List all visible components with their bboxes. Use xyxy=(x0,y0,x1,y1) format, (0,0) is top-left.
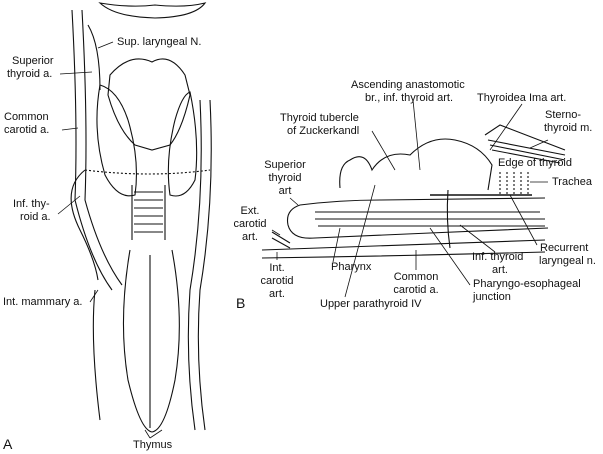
label-recurrent-laryngeal-1: Recurrent xyxy=(540,242,589,254)
trachea xyxy=(131,185,166,240)
label-inf-thyroid-a-1: Inf. thy- xyxy=(13,198,50,210)
label-thyroid-tubercle-2: of Zuckerkandl xyxy=(287,125,360,137)
label-superior-thyroid-art-2: thyroid xyxy=(268,172,302,184)
thyroid-lobe-b xyxy=(339,138,532,196)
label-inf-thyroid-art-2: art. xyxy=(492,264,508,276)
label-int-carotid-2: carotid xyxy=(260,275,294,287)
pharynx-drawing xyxy=(261,189,549,259)
label-common-carotid-b-1: Common xyxy=(393,271,439,283)
thymus xyxy=(122,249,180,433)
thyroid-cartilage xyxy=(107,58,191,151)
label-thymus: Thymus xyxy=(133,439,173,451)
label-thyroidea-ima: Thyroidea Ima art. xyxy=(477,92,567,104)
label-ascending-anastomotic-1: Ascending anastomotic xyxy=(351,79,465,91)
label-common-carotid-a-2: carotid a. xyxy=(4,124,50,136)
sternothyroid-muscle xyxy=(484,124,566,164)
label-ascending-anastomotic-2: br., inf. thyroid art. xyxy=(365,92,454,104)
label-sternothyroid-1: Sterno- xyxy=(545,109,582,121)
label-int-carotid-1: Int. xyxy=(269,262,285,274)
label-inf-thyroid-art-1: Inf. thyroid xyxy=(472,251,524,263)
label-trachea: Trachea xyxy=(552,176,592,188)
label-ext-carotid-1: Ext. xyxy=(240,205,260,217)
leader-lines xyxy=(57,41,549,439)
label-superior-thyroid-art-3: art xyxy=(278,185,292,197)
panel-label-a: A xyxy=(3,436,13,452)
label-common-carotid-b-2: carotid a. xyxy=(393,284,439,296)
label-sternothyroid-2: thyroid m. xyxy=(544,122,593,134)
thyroid-gland xyxy=(84,84,211,197)
label-superior-thyroid-a-1: Superior xyxy=(12,55,54,67)
panel-label-b: B xyxy=(236,295,246,311)
label-inf-thyroid-a-2: roid a. xyxy=(20,211,51,223)
carotid-arteries xyxy=(70,9,212,431)
hyoid-bone xyxy=(98,2,207,19)
label-pharyngo-esophageal-1: Pharyngo-esophageal xyxy=(473,278,581,290)
label-thyroid-tubercle-1: Thyroid tubercle xyxy=(280,112,359,124)
label-recurrent-laryngeal-2: laryngeal n. xyxy=(539,255,596,267)
label-int-carotid-3: art. xyxy=(269,288,285,300)
label-pharynx: Pharynx xyxy=(331,261,372,273)
label-upper-parathyroid: Upper parathyroid IV xyxy=(320,298,422,310)
label-superior-thyroid-a-2: thyroid a. xyxy=(7,68,53,80)
label-pharyngo-esophageal-2: junction xyxy=(473,291,511,303)
label-common-carotid-a-1: Common xyxy=(4,111,49,123)
label-sup-laryngeal: Sup. laryngeal N. xyxy=(117,36,202,48)
label-int-mammary-a: Int. mammary a. xyxy=(3,296,83,308)
label-superior-thyroid-art-1: Superior xyxy=(264,159,306,171)
label-ext-carotid-3: art. xyxy=(242,231,258,243)
label-ext-carotid-2: carotid xyxy=(233,218,267,230)
label-edge-of-thyroid: Edge of thyroid xyxy=(498,157,572,169)
